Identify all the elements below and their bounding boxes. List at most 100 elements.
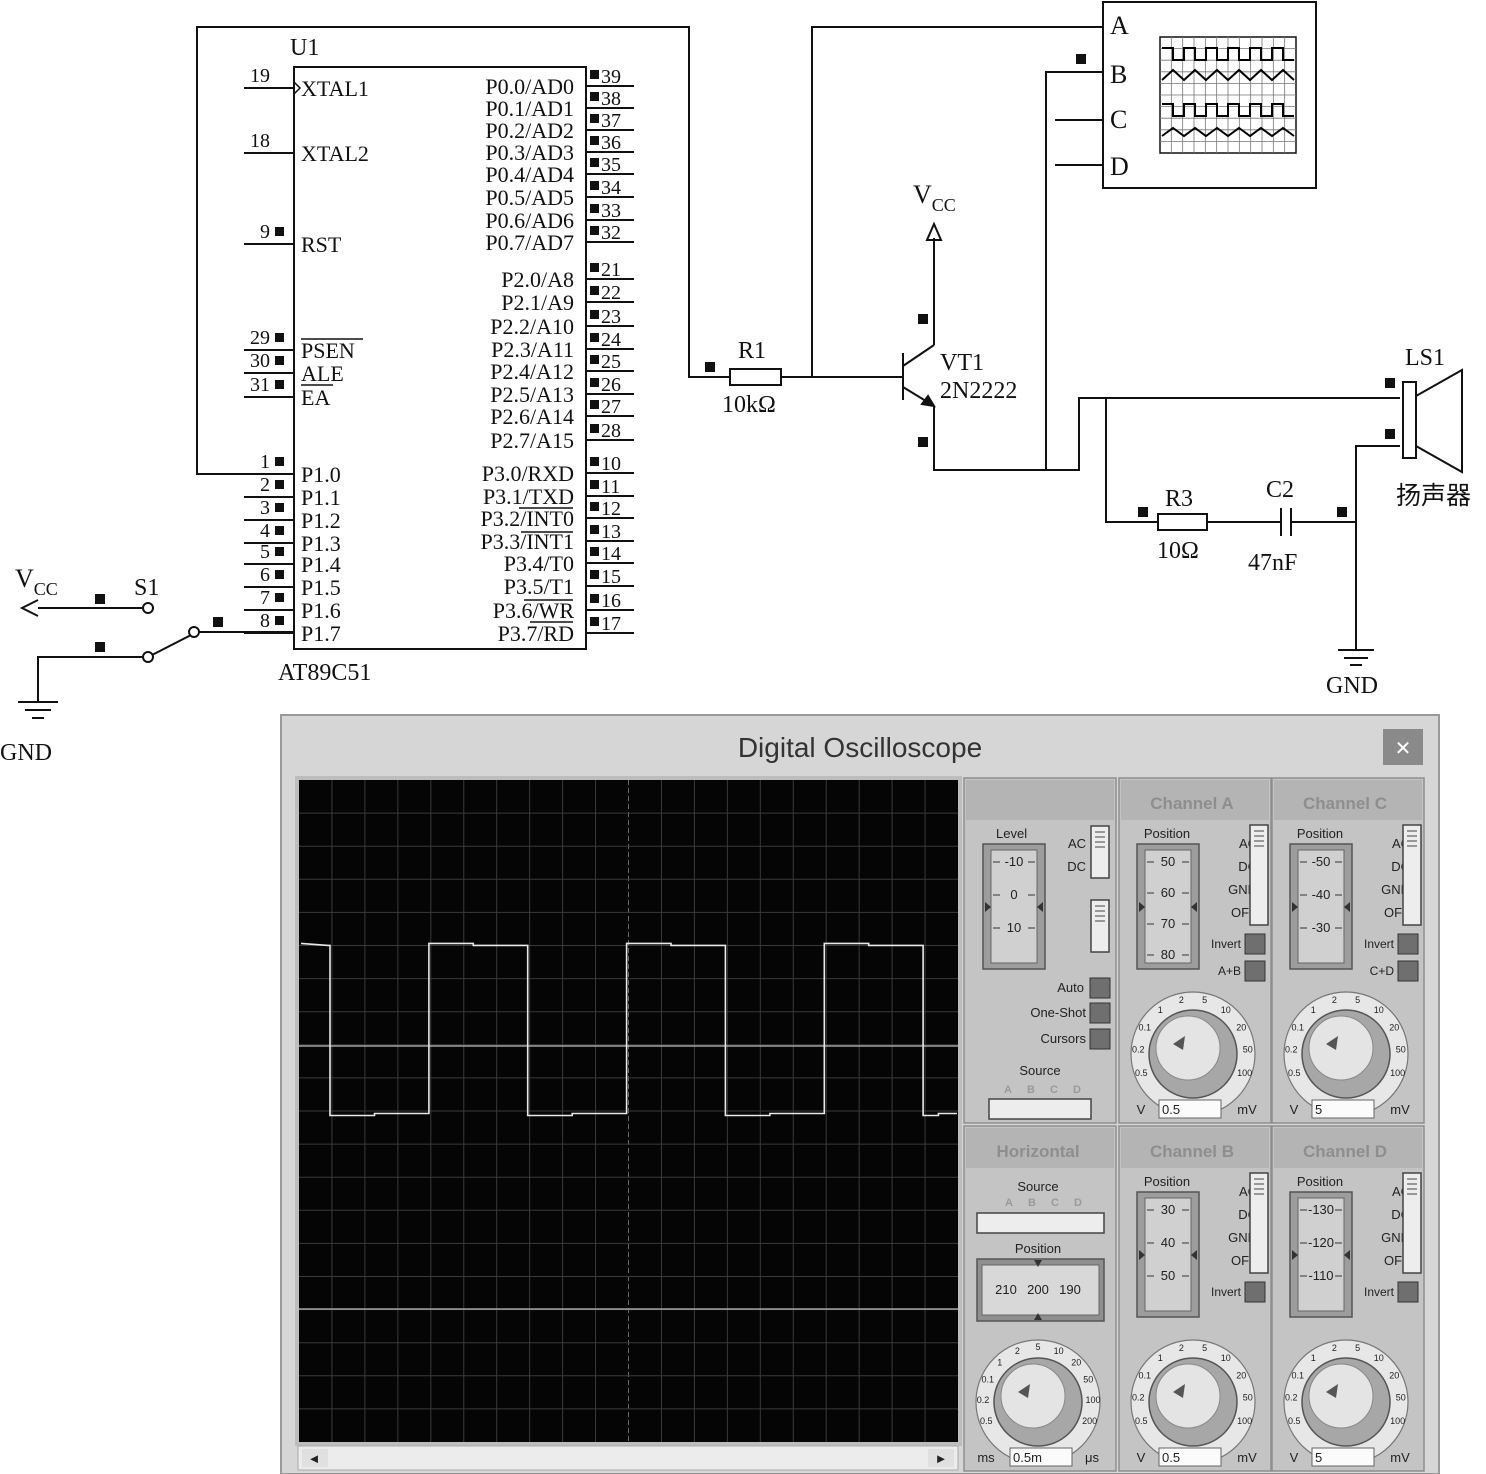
volts-per-div-dial-cap xyxy=(1155,1015,1221,1081)
pin-marker xyxy=(95,594,105,604)
pin-marker xyxy=(590,594,599,603)
dial-tick: 100 xyxy=(1390,1068,1405,1078)
c2-ref: C2 xyxy=(1266,477,1294,503)
pin-marker xyxy=(590,547,599,556)
level-wheel-drum xyxy=(990,849,1038,964)
pin-name: P3.6/WR xyxy=(493,598,575,623)
scope-channel-1: B xyxy=(1110,60,1127,89)
position-tick: 40 xyxy=(1161,1235,1175,1250)
scroll-right-button[interactable] xyxy=(928,1449,954,1467)
pointer-right-icon xyxy=(1191,1250,1197,1260)
trigger-source-slider[interactable] xyxy=(988,1098,1092,1120)
position-tick: 80 xyxy=(1161,947,1175,962)
position-label: Position xyxy=(1144,826,1190,841)
time-value-field[interactable] xyxy=(1009,1447,1073,1467)
pin-number: 6 xyxy=(260,564,270,586)
pin-marker xyxy=(590,570,599,579)
dial-tick: 2 xyxy=(1179,995,1184,1005)
pin-marker xyxy=(275,380,284,389)
scroll-left-icon: ◄ xyxy=(308,1451,321,1466)
waveform-trace xyxy=(300,942,957,1117)
volts-value: 5 xyxy=(1315,1102,1322,1117)
cursors-button[interactable] xyxy=(1089,1028,1111,1050)
pin-name: XTAL2 xyxy=(301,141,369,166)
invert-button[interactable] xyxy=(1244,1281,1266,1303)
invert-button[interactable] xyxy=(1244,933,1266,955)
pin-marker xyxy=(590,378,599,387)
horizontal-scrollbar[interactable] xyxy=(297,1445,959,1471)
pin-name: P0.3/AD3 xyxy=(485,140,574,165)
position-tick: 60 xyxy=(1161,885,1175,900)
scope-channel-3: D xyxy=(1110,152,1129,181)
source-label: Source xyxy=(1019,1063,1060,1078)
dial-tick: 50 xyxy=(1083,1375,1093,1385)
dial-tick: 50 xyxy=(1396,1045,1406,1055)
channel-mode-slider[interactable] xyxy=(1402,1172,1422,1274)
pin-name: P1.1 xyxy=(301,485,341,510)
invert-button[interactable] xyxy=(1397,933,1419,955)
auto-button[interactable] xyxy=(1089,977,1111,999)
volts-value-field[interactable] xyxy=(1311,1447,1375,1467)
invert-label: Invert xyxy=(1211,937,1242,951)
dial-tick: 1 xyxy=(1311,1353,1316,1363)
invert-button[interactable] xyxy=(1397,1281,1419,1303)
dial-tick: 50 xyxy=(1243,1045,1253,1055)
r1-ref: R1 xyxy=(738,338,766,364)
pin-marker xyxy=(590,457,599,466)
vt1-ref: VT1 xyxy=(940,350,984,376)
pin-name: P3.5/T1 xyxy=(504,574,574,599)
channel-mode-slider[interactable] xyxy=(1249,1172,1269,1274)
combine-button[interactable] xyxy=(1397,960,1419,982)
h-source-slider[interactable] xyxy=(976,1212,1105,1234)
time-value: 0.5m xyxy=(1013,1450,1042,1465)
pointer-down-icon xyxy=(1034,1260,1042,1267)
pin-marker xyxy=(95,642,105,652)
mini-trace-b xyxy=(1161,68,1295,82)
pointer-left-icon xyxy=(1139,1250,1145,1260)
scroll-left-button[interactable] xyxy=(302,1449,328,1467)
mini-trace-c xyxy=(1162,103,1294,117)
volts-value-field[interactable] xyxy=(1158,1447,1222,1467)
channel-position-wheel-drum xyxy=(1144,1197,1192,1312)
dial-tick: 2 xyxy=(1332,995,1337,1005)
control-panels: Level-10010ACDCAutoOne-ShotCursorsSource… xyxy=(963,777,1425,1472)
pin-name: P1.0 xyxy=(301,462,341,487)
h-source-opt: C xyxy=(1051,1197,1059,1209)
one-shot-button[interactable] xyxy=(1089,1002,1111,1024)
dial-tick: 10 xyxy=(1221,1353,1231,1363)
pin-number: 15 xyxy=(601,566,621,588)
dial-tick: 2 xyxy=(1179,1343,1184,1353)
trigger-coupling-slider[interactable] xyxy=(1090,825,1110,879)
channel-position-wheel-drum xyxy=(1297,849,1345,964)
combine-button[interactable] xyxy=(1244,960,1266,982)
volts-value-field[interactable] xyxy=(1158,1099,1222,1119)
position-tick: 10 xyxy=(1007,920,1021,935)
trigger-panel-header xyxy=(966,780,1114,820)
pin-number: 32 xyxy=(601,222,621,244)
close-button[interactable] xyxy=(1383,729,1423,765)
dial-tick: 10 xyxy=(1221,1005,1231,1015)
pin-marker xyxy=(705,362,715,372)
h-source-label: Source xyxy=(1017,1179,1058,1194)
auto-label: Auto xyxy=(1057,980,1084,995)
pin-marker xyxy=(918,314,928,324)
pin-marker xyxy=(590,333,599,342)
pin-number: 24 xyxy=(601,329,621,351)
channel-mode-slider[interactable] xyxy=(1402,824,1422,926)
position-tick: -130 xyxy=(1308,1202,1334,1217)
pin-number: 29 xyxy=(250,327,270,349)
position-tick: -120 xyxy=(1308,1235,1334,1250)
channel-title: Channel C xyxy=(1303,794,1387,813)
trigger-edge-slider[interactable] xyxy=(1090,899,1110,953)
pin-marker xyxy=(275,526,284,535)
r3-value: 10Ω xyxy=(1157,538,1199,564)
dial-tick: 0.2 xyxy=(1285,1393,1298,1403)
dial-tick: 20 xyxy=(1389,1022,1399,1032)
dial-tick: 2 xyxy=(1332,1343,1337,1353)
position-tick: 50 xyxy=(1161,1268,1175,1283)
position-tick: -30 xyxy=(1312,920,1331,935)
channel-mode-slider[interactable] xyxy=(1249,824,1269,926)
volts-value-field[interactable] xyxy=(1311,1099,1375,1119)
switch-contact xyxy=(142,651,154,663)
